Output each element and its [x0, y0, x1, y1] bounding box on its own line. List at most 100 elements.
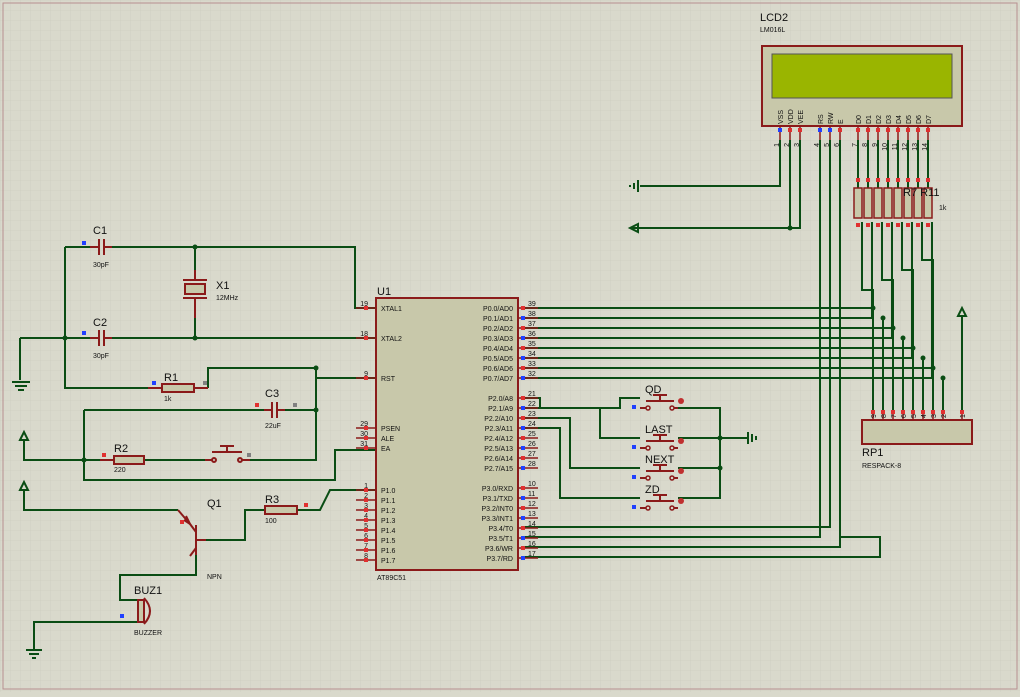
mcu-pin-name: P0.4/AD4 — [483, 346, 513, 353]
lcd-pin-num: 12 — [902, 143, 909, 151]
mcu-pin-name: P3.4/T0 — [488, 526, 513, 533]
q1-value: NPN — [207, 574, 222, 581]
mcu-pin-num: 32 — [528, 371, 536, 378]
mcu-pin-num: 8 — [364, 553, 368, 560]
mcu-pin-name: P2.0/A8 — [488, 396, 513, 403]
rp1-pin-num: 2 — [941, 414, 948, 418]
mcu-pin-num: 28 — [528, 461, 536, 468]
mcu-pin-name: P2.6/A14 — [484, 456, 513, 463]
lcd-pin-name: D3 — [886, 115, 893, 124]
mcu-pin-name: P1.2 — [381, 508, 396, 515]
x1-ref: X1 — [216, 280, 229, 292]
mcu-pin-num: 9 — [364, 371, 368, 378]
r2-value: 220 — [114, 467, 126, 474]
reset-button[interactable] — [205, 445, 250, 463]
r1-ref: R1 — [164, 372, 178, 384]
mcu-pin-num: 19 — [360, 301, 368, 308]
lcd-pin-num: 3 — [794, 143, 801, 147]
mcu-pin-name: P3.2/INT0 — [481, 506, 513, 513]
mcu-pin-name: P0.5/AD5 — [483, 356, 513, 363]
mcu-pin-num: 30 — [360, 431, 368, 438]
mcu-pin-num: 1 — [364, 483, 368, 490]
mcu-pin-num: 29 — [360, 421, 368, 428]
mcu-pin-name: P0.6/AD6 — [483, 366, 513, 373]
capacitor-c1[interactable] — [90, 239, 112, 255]
push-button-qd[interactable]: QD — [632, 384, 684, 411]
mcu-pin-name: P0.7/AD7 — [483, 376, 513, 383]
lcd-pin-num: 4 — [814, 143, 821, 147]
crystal-x1[interactable] — [183, 270, 207, 318]
mcu-ref: U1 — [377, 286, 391, 298]
rp1-pin-num: 3 — [931, 414, 938, 418]
mcu-pin-name: XTAL1 — [381, 306, 402, 313]
lcd-pin-num: 11 — [892, 143, 899, 150]
resistor-r3[interactable] — [264, 505, 298, 515]
mcu-pin-num: 17 — [528, 551, 536, 558]
lcd-pin-num: 6 — [834, 143, 841, 147]
mcu-pin-num: 16 — [528, 541, 536, 548]
r1-value: 1k — [164, 396, 172, 403]
lcd-model: LM016L — [760, 27, 785, 34]
rp1-pin-num: 9 — [871, 414, 878, 418]
r3-value: 100 — [265, 518, 277, 525]
capacitor-c3[interactable] — [264, 402, 285, 418]
lcd-pin-name: VEE — [798, 110, 805, 124]
mcu-pin-num: 14 — [528, 521, 536, 528]
mcu-pin-num: 18 — [360, 331, 368, 338]
mcu-model: AT89C51 — [377, 575, 406, 582]
lcd-pin-name: RS — [818, 114, 825, 124]
transistor-q1[interactable] — [177, 509, 206, 557]
mcu-pin-num: 3 — [364, 503, 368, 510]
push-button-label: ZD — [645, 484, 660, 496]
lcd-pin-num: 8 — [862, 143, 869, 147]
mcu-right-pins: P0.0/AD039P0.1/AD138P0.2/AD237P0.3/AD336… — [481, 301, 538, 563]
mcu-pin-num: 36 — [528, 331, 536, 338]
lcd-pin-name: D7 — [926, 115, 933, 124]
mcu-pin-num: 33 — [528, 361, 536, 368]
lcd-pin-name: D1 — [866, 115, 873, 124]
lcd-pin-name: VDD — [788, 109, 795, 124]
lcd-pins: VSS1VDD2VEE3RS4RW5E6D07D18D29D310D411D51… — [774, 109, 933, 151]
rarray-label: R7 R11 — [903, 187, 939, 199]
rp1-value: RESPACK-8 — [862, 463, 901, 470]
mcu-pin-name: P2.2/A10 — [484, 416, 513, 423]
lcd-pin-name: VSS — [778, 110, 785, 124]
rp1-pin-num: 6 — [901, 414, 908, 418]
mcu-pin-name: P0.3/AD3 — [483, 336, 513, 343]
push-button-next[interactable]: NEXT — [632, 454, 684, 481]
mcu-pin-num: 26 — [528, 441, 536, 448]
mcu-pin-num: 11 — [528, 491, 535, 498]
mcu-pin-name: P1.7 — [381, 558, 396, 565]
mcu-pin-name: P0.1/AD1 — [483, 316, 513, 323]
mcu-pin-name: P1.1 — [381, 498, 396, 505]
mcu-pin-num: 21 — [528, 391, 536, 398]
mcu-pin-num: 38 — [528, 311, 536, 318]
c1-value: 30pF — [93, 262, 109, 269]
resistor-r1[interactable] — [148, 383, 208, 393]
buzzer[interactable] — [137, 597, 151, 625]
lcd-pin-num: 1 — [774, 143, 781, 147]
lcd-pin-name: RW — [828, 112, 835, 124]
push-buttons: QD LAST NEXT ZD — [632, 384, 684, 511]
lcd-pin-num: 2 — [784, 143, 791, 147]
push-button-last[interactable]: LAST — [632, 424, 684, 451]
resistor-r2[interactable] — [100, 455, 145, 465]
mcu-pin-name: P2.4/A12 — [484, 436, 513, 443]
lcd-module[interactable]: LCD2 LM016L VSS1VDD2VEE3RS4RW5E6D07D18D2… — [760, 12, 963, 151]
lcd-pin-name: D2 — [876, 115, 883, 124]
mcu-pin-num: 4 — [364, 513, 368, 520]
mcu-chip[interactable]: U1 AT89C51 XTAL119XTAL218RST9PSEN29ALE30… — [356, 286, 538, 582]
wires — [19, 140, 963, 650]
mcu-pin-name: P3.0/RXD — [482, 486, 513, 493]
push-button-label: QD — [645, 384, 662, 396]
mcu-pin-name: RST — [381, 376, 396, 383]
mcu-left-pins: XTAL119XTAL218RST9PSEN29ALE30EA31P1.01P1… — [356, 301, 402, 565]
push-button-zd[interactable]: ZD — [632, 484, 684, 511]
lcd-pin-name: D5 — [906, 115, 913, 124]
mcu-pin-num: 13 — [528, 511, 536, 518]
capacitor-c2[interactable] — [90, 330, 112, 346]
mcu-pin-name: PSEN — [381, 426, 400, 433]
lcd-pin-name: E — [838, 119, 845, 124]
